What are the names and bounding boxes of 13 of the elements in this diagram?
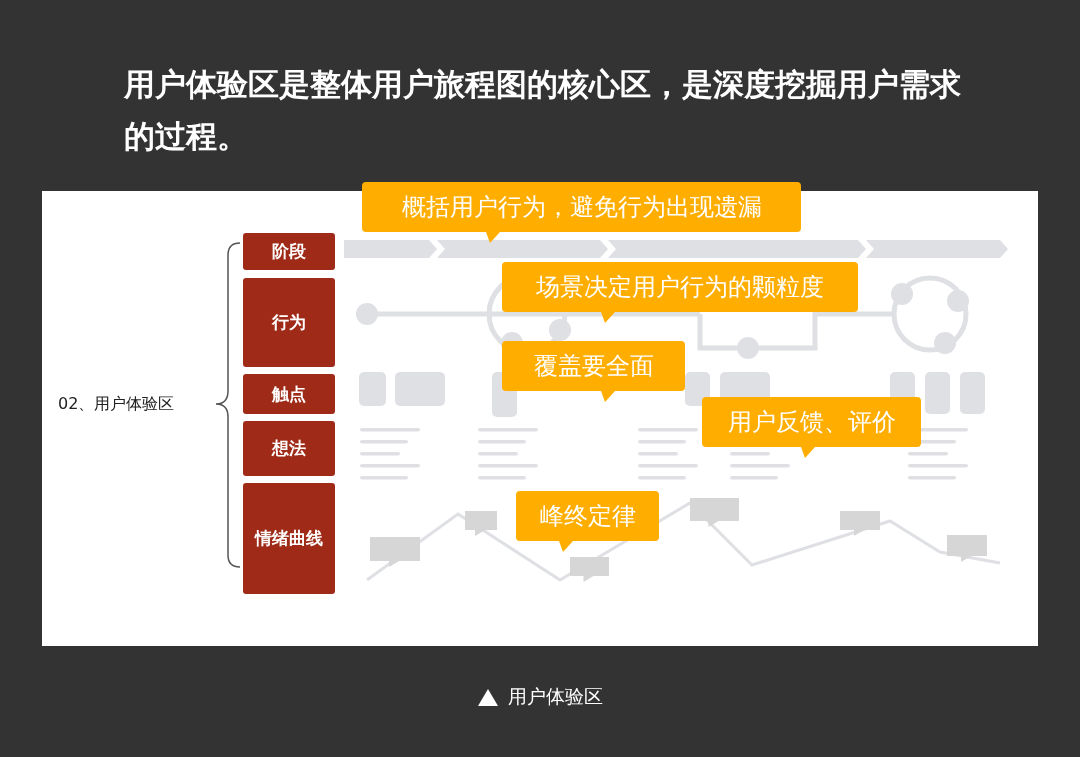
callout-bubble: 概括用户行为，避免行为出现遗漏	[362, 182, 801, 243]
callout-bubble: 覆盖要全面	[502, 341, 685, 402]
row-header: 想法	[243, 421, 335, 476]
section-label: 02、用户体验区	[58, 394, 175, 415]
caption: 用户体验区	[507, 684, 603, 709]
callout-bubble: 用户反馈、评价	[702, 397, 921, 458]
callout-bubble: 场景决定用户行为的颗粒度	[502, 262, 858, 323]
row-header: 行为	[243, 278, 335, 367]
row-header: 情绪曲线	[243, 483, 335, 594]
title: 用户体验区是整体用户旅程图的核心区，是深度挖掘用户需求的过程。	[124, 65, 962, 156]
row-header: 触点	[243, 374, 335, 414]
row-header: 阶段	[243, 233, 335, 270]
callout-bubble: 峰终定律	[516, 491, 659, 552]
